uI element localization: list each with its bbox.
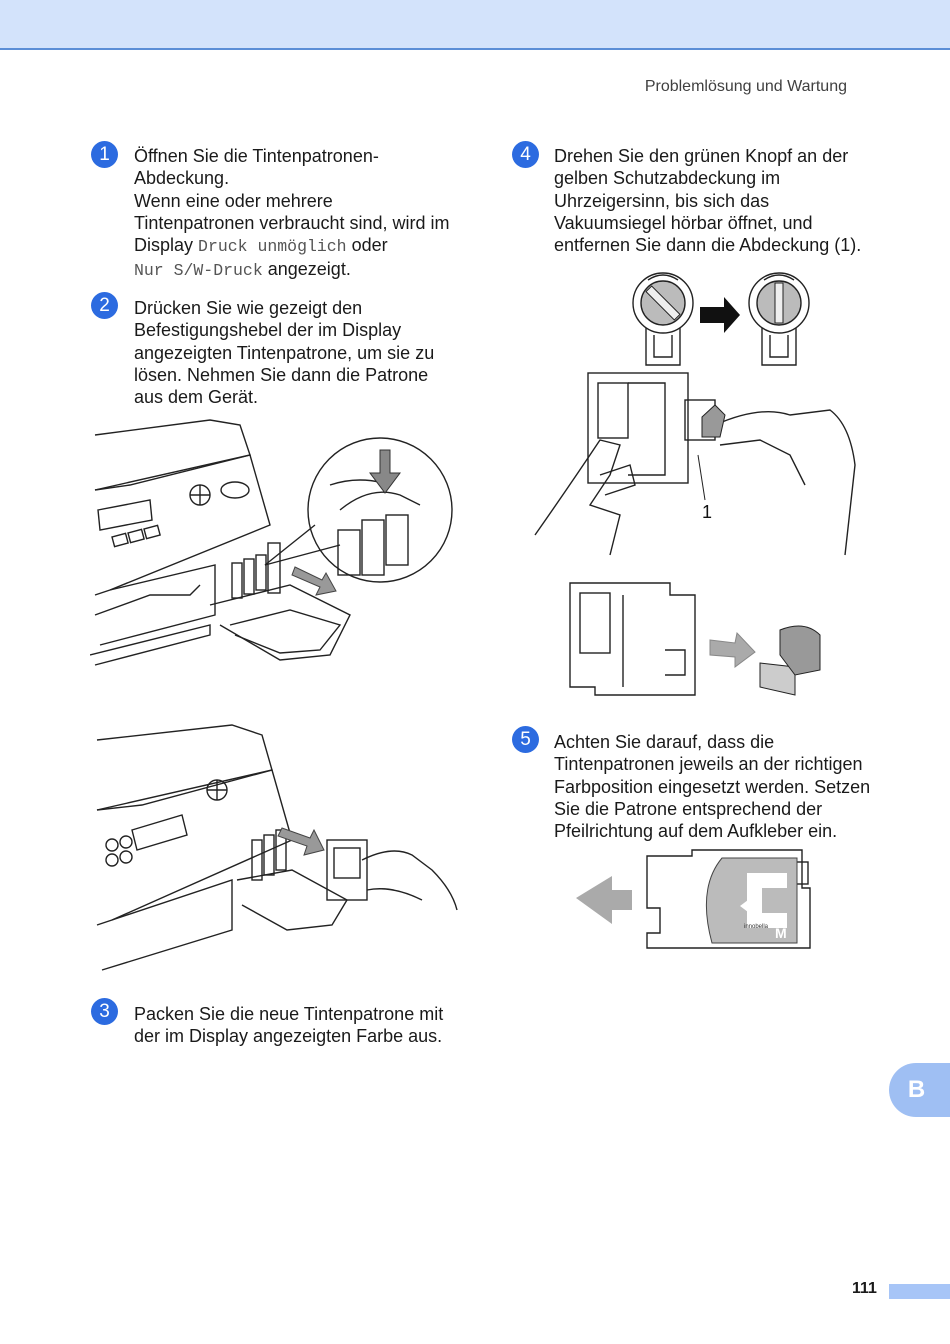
step-5-number: 5 bbox=[512, 726, 539, 753]
display-code-druck-unmoeglich: Druck unmöglich bbox=[198, 237, 347, 257]
printer-remove-cartridge-illustration bbox=[90, 419, 453, 666]
page-number: 111 bbox=[852, 1280, 877, 1297]
step-2-number: 2 bbox=[91, 292, 118, 319]
cartridge-brand: innobella bbox=[744, 924, 769, 930]
step-1-number: 1 bbox=[91, 141, 118, 168]
step-2-text: Drücken Sie wie gezeigt den Befestigungs… bbox=[134, 297, 474, 408]
step-1-line: Öffnen Sie die Tintenpatronen- bbox=[134, 146, 379, 166]
header-band bbox=[0, 0, 950, 50]
step-4-line: entfernen Sie dann die Abdeckung (1). bbox=[554, 235, 862, 256]
cartridge-and-cover-illustration bbox=[569, 582, 821, 696]
step-1-line: Tintenpatronen verbraucht sind, wird im bbox=[134, 212, 450, 233]
cartridge-orientation-illustration: M innobella bbox=[576, 849, 811, 949]
display-oder: oder bbox=[351, 235, 388, 256]
display-suffix: angezeigt. bbox=[267, 259, 351, 280]
printer-insert-cartridge-illustration bbox=[96, 724, 458, 971]
step-5-line: Farbposition eingesetzt werden. Setzen bbox=[554, 776, 871, 797]
knob-rotation-illustration bbox=[632, 272, 810, 366]
step-2-line: aus dem Gerät. bbox=[134, 387, 259, 408]
step-4-line: Drehen Sie den grünen Knopf an der bbox=[554, 146, 849, 166]
step-1-line: Wenn eine oder mehrere bbox=[134, 190, 333, 211]
step-5-line: Pfeilrichtung auf dem Aufkleber ein. bbox=[554, 821, 838, 842]
remove-protective-cover-illustration: 1 bbox=[534, 372, 856, 556]
step-5-line: Tintenpatronen jeweils an der richtigen bbox=[554, 754, 863, 775]
page-number-bar bbox=[889, 1284, 950, 1299]
step-4-text: Drehen Sie den grünen Knopf an der gelbe… bbox=[554, 145, 904, 256]
cartridge-letter: M bbox=[775, 925, 787, 941]
page-header-title: Problemlösung und Wartung bbox=[644, 78, 847, 95]
step-2-line: angezeigten Tintenpatrone, um sie zu bbox=[134, 342, 435, 363]
step-5-line: Sie die Patrone entsprechend der bbox=[554, 798, 823, 819]
step-4-line: Uhrzeigersinn, bis sich das bbox=[554, 190, 770, 211]
step-1-text: Öffnen Sie die Tintenpatronen- Abdeckung… bbox=[134, 145, 474, 283]
step-2-line: Befestigungshebel der im Display bbox=[134, 320, 402, 341]
step-4-line: Vakuumsiegel hörbar öffnet, und bbox=[554, 212, 813, 233]
step-3-line: Packen Sie die neue Tintenpatrone mit bbox=[134, 1004, 444, 1024]
step-3-line: der im Display angezeigten Farbe aus. bbox=[134, 1026, 443, 1047]
callout-label: 1 bbox=[702, 502, 712, 522]
step-3-text: Packen Sie die neue Tintenpatrone mit de… bbox=[134, 1003, 474, 1048]
step-4-line: gelben Schutzabdeckung im bbox=[554, 168, 781, 189]
display-code-nur-sw-druck: Nur S/W-Druck bbox=[134, 261, 263, 281]
step-1-line: Abdeckung. bbox=[134, 168, 230, 189]
step-2-line: lösen. Nehmen Sie dann die Patrone bbox=[134, 364, 429, 385]
section-tab-b: B bbox=[889, 1063, 950, 1117]
step-5-line: Achten Sie darauf, dass die bbox=[554, 732, 775, 752]
step-3-number: 3 bbox=[91, 998, 118, 1025]
step-5-text: Achten Sie darauf, dass die Tintenpatron… bbox=[554, 731, 904, 842]
step-4-number: 4 bbox=[512, 141, 539, 168]
display-prefix: Display bbox=[134, 235, 194, 256]
step-1-line: Display Druck unmöglich oder bbox=[134, 234, 474, 258]
step-2-line: Drücken Sie wie gezeigt den bbox=[134, 298, 363, 318]
step-1-line: Nur S/W-Druck angezeigt. bbox=[134, 258, 474, 282]
